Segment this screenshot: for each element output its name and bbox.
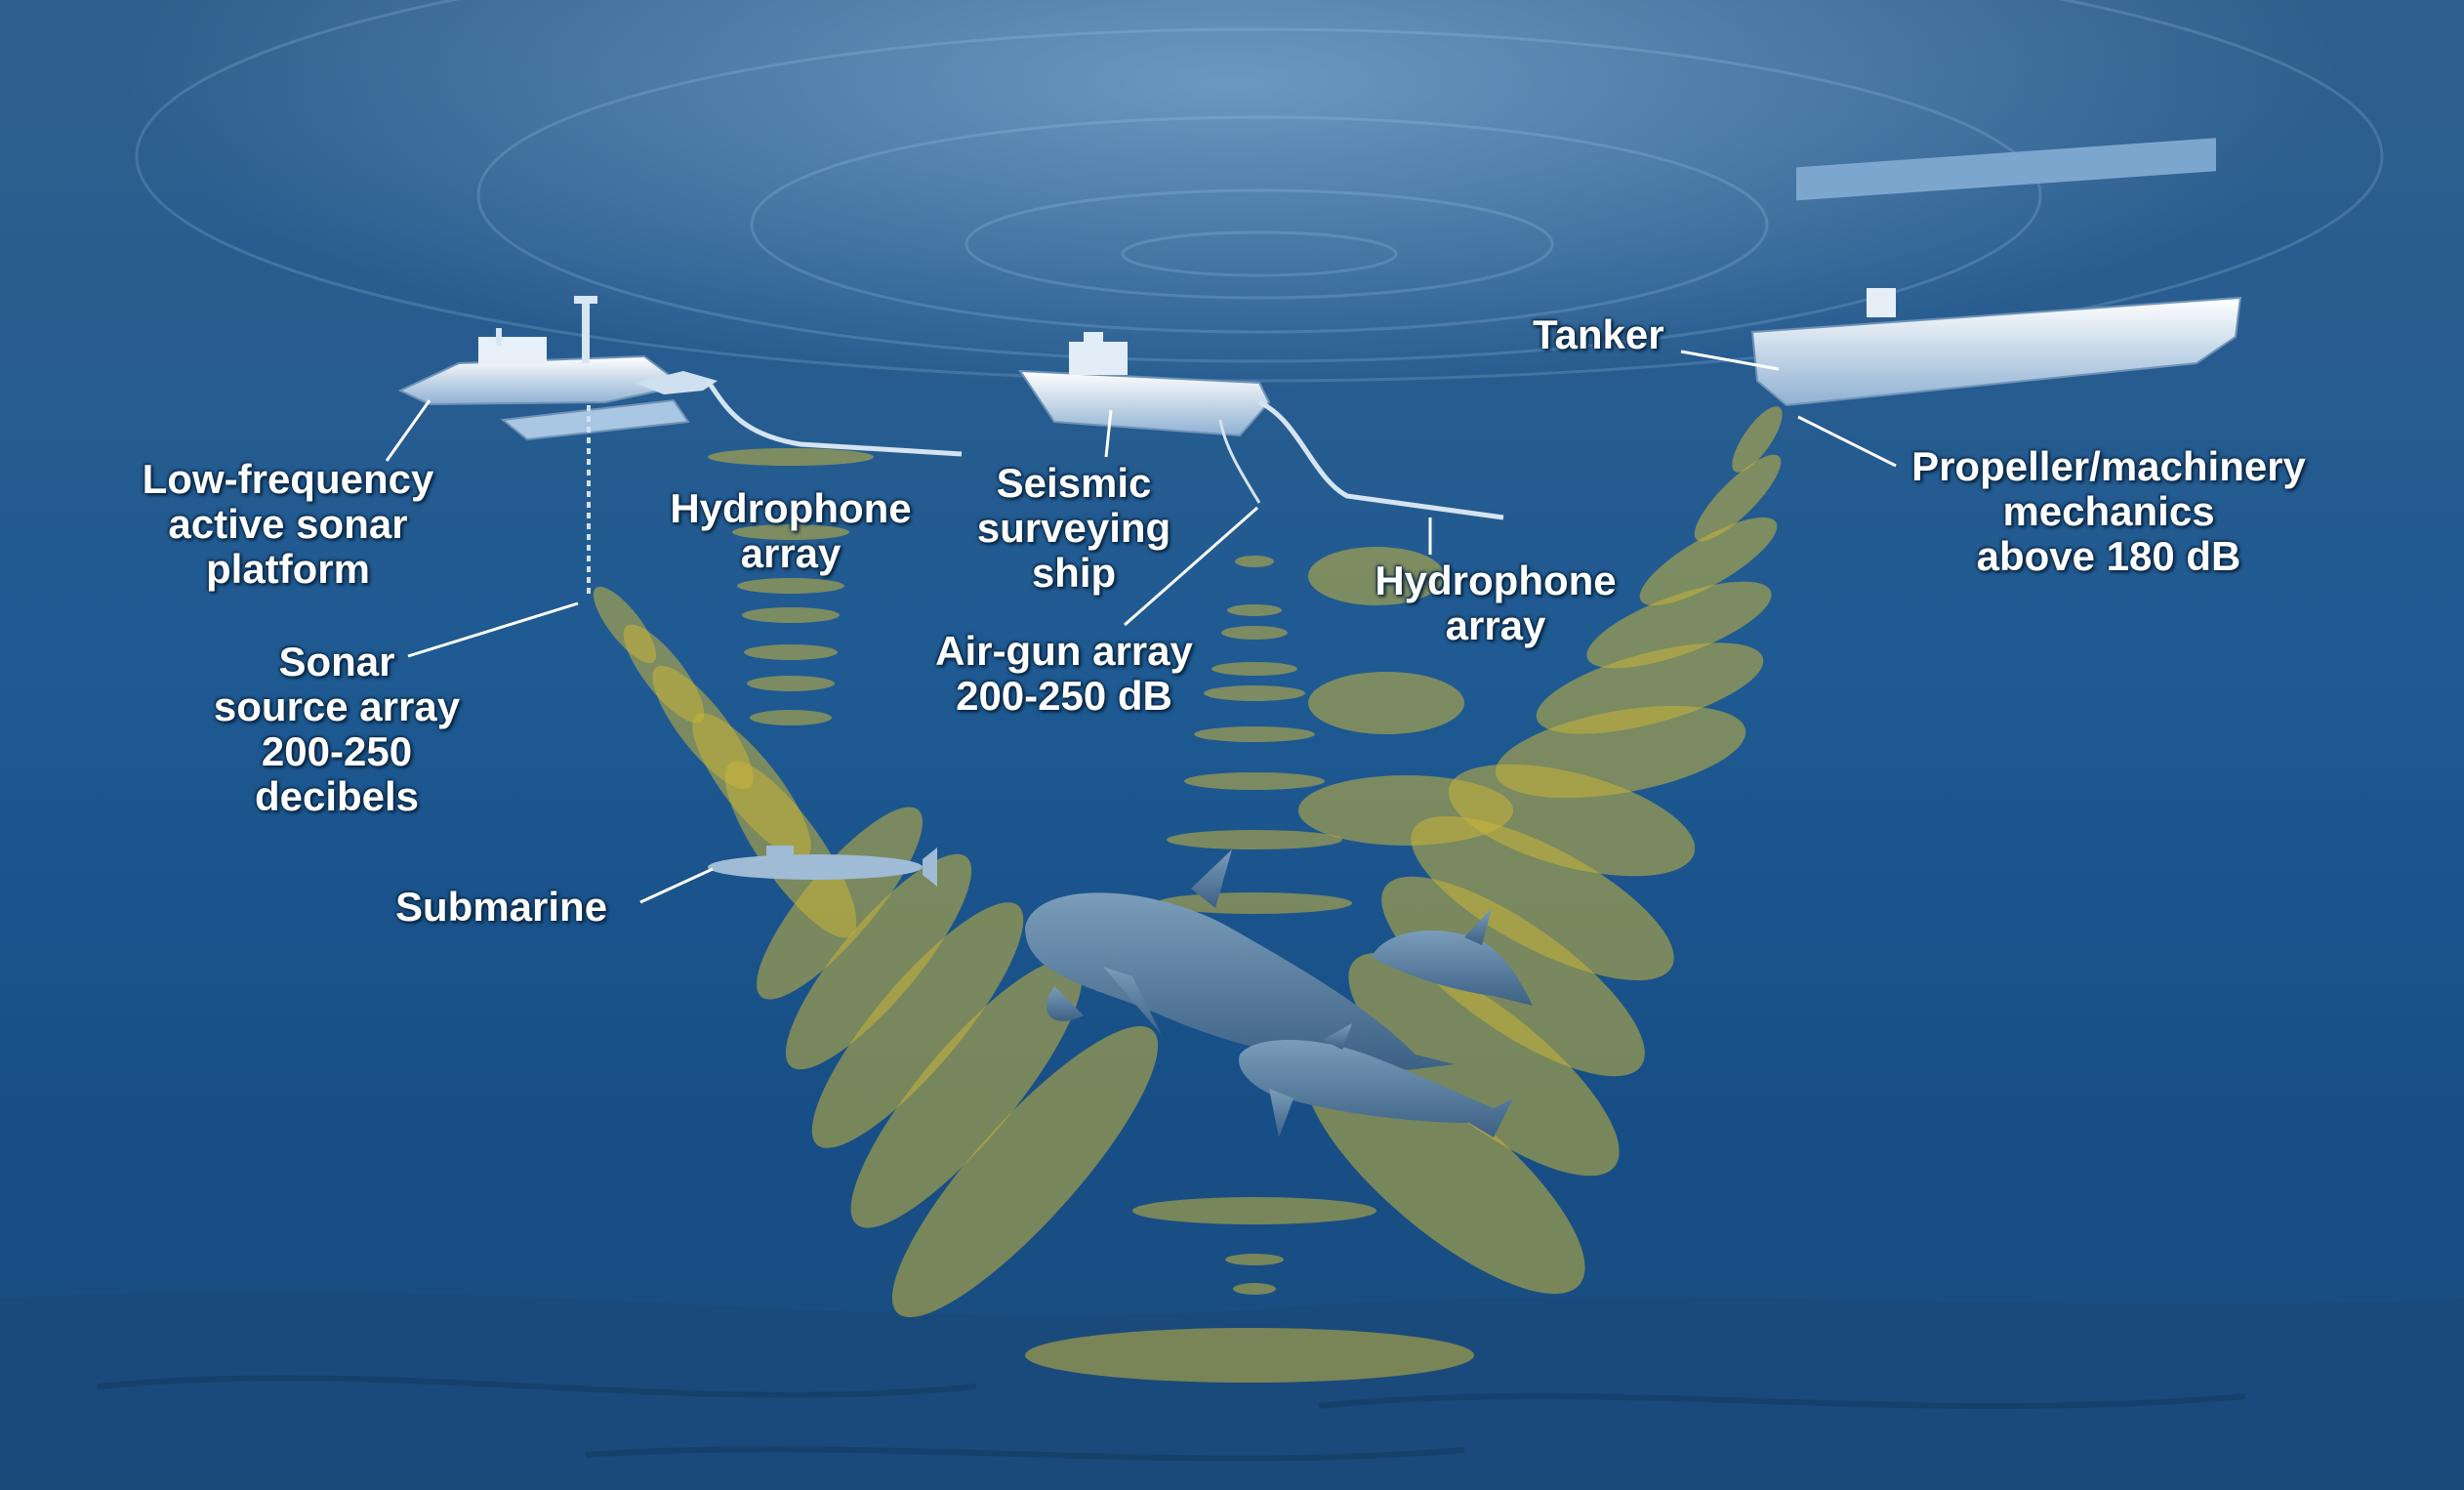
label-hydrophone-array-left: Hydrophone array [670, 485, 912, 576]
label-tanker: Tanker [1533, 311, 1664, 357]
sound-waves [593, 406, 1783, 1383]
surface-ripples [135, 0, 2384, 383]
submarine [708, 846, 937, 887]
leader-lines [385, 350, 1897, 904]
seabed-ripples [97, 1375, 2246, 1462]
sonar-platform [397, 296, 963, 598]
label-air-gun-array: Air-gun array 200-250 dB [935, 628, 1193, 719]
label-propeller-machinery: Propeller/machinery mechanics above 180 … [1911, 443, 2306, 579]
label-submarine: Submarine [395, 884, 608, 930]
label-lfas-platform: Low-frequency active sonar platform [142, 456, 434, 592]
tanker-ship [1750, 138, 2242, 407]
label-seismic-ship: Seismic surveying ship [976, 460, 1171, 596]
label-hydrophone-array-right: Hydrophone array [1375, 558, 1617, 648]
seismic-ship [1018, 332, 1504, 520]
label-sonar-source-array: Sonar source array 200-250 decibels [213, 639, 461, 819]
whales [1025, 849, 1533, 1138]
dolphin-right [1372, 931, 1533, 1006]
dolphin-lower [1239, 1040, 1513, 1138]
large-whale [1025, 892, 1455, 1070]
seabed [0, 1291, 2464, 1490]
